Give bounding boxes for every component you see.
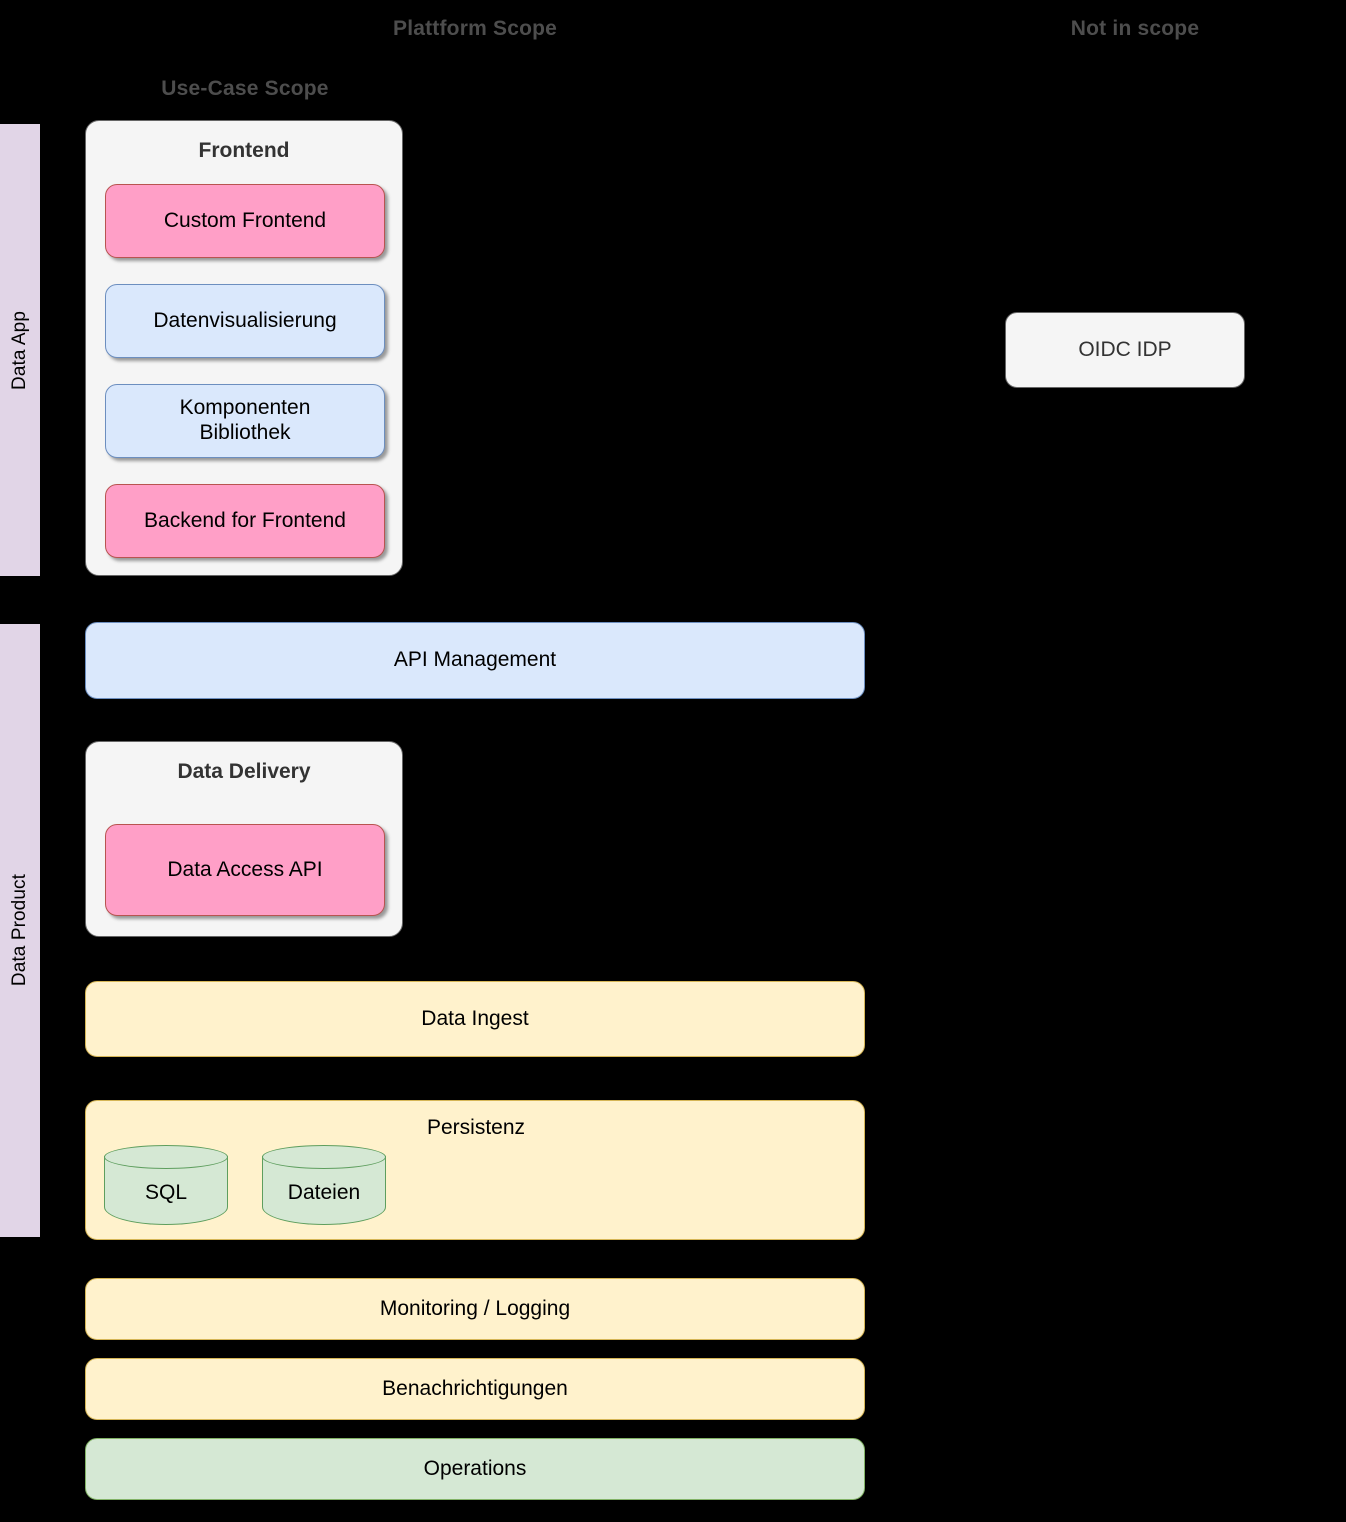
scope-header-plattform: Plattform Scope	[392, 17, 558, 40]
node-datenvisualisierung-label: Datenvisualisierung	[153, 308, 337, 332]
node-api-management[interactable]: API Management	[85, 622, 865, 699]
scope-header-not-in-scope: Not in scope	[1070, 17, 1200, 40]
node-benachrichtigungen[interactable]: Benachrichtigungen	[85, 1358, 865, 1420]
node-monitoring-logging-label: Monitoring / Logging	[379, 1296, 571, 1320]
node-operations-label: Operations	[423, 1456, 527, 1480]
node-operations[interactable]: Operations	[85, 1438, 865, 1500]
node-data-ingest-label: Data Ingest	[421, 1006, 529, 1030]
store-dateien-label: Dateien	[287, 1181, 361, 1204]
node-persistenz[interactable]: Persistenz SQL Dateien	[85, 1100, 865, 1240]
node-custom-frontend-label: Custom Frontend	[163, 208, 327, 232]
node-custom-frontend[interactable]: Custom Frontend	[105, 184, 385, 258]
node-backend-for-frontend[interactable]: Backend for Frontend	[105, 484, 385, 558]
lane-data-product-label: Data Product	[9, 874, 30, 987]
node-monitoring-logging[interactable]: Monitoring / Logging	[85, 1278, 865, 1340]
scope-header-use-case: Use-Case Scope	[161, 77, 329, 100]
store-dateien[interactable]: Dateien	[262, 1145, 386, 1225]
node-data-ingest[interactable]: Data Ingest	[85, 981, 865, 1057]
node-persistenz-label: Persistenz	[426, 1116, 526, 1139]
node-datenvisualisierung[interactable]: Datenvisualisierung	[105, 284, 385, 358]
node-data-access-api[interactable]: Data Access API	[105, 824, 385, 916]
node-oidc-idp[interactable]: OIDC IDP	[1005, 312, 1245, 388]
node-api-management-label: API Management	[393, 648, 557, 672]
group-frontend-title: Frontend	[198, 139, 290, 162]
node-benachrichtigungen-label: Benachrichtigungen	[382, 1376, 568, 1400]
store-sql-label: SQL	[144, 1181, 188, 1204]
node-data-access-api-label: Data Access API	[167, 857, 323, 881]
store-sql[interactable]: SQL	[104, 1145, 228, 1225]
node-backend-for-frontend-label: Backend for Frontend	[144, 508, 346, 532]
node-komponenten-bibliothek[interactable]: Komponenten Bibliothek	[105, 384, 385, 458]
lane-data-app-label: Data App	[9, 310, 30, 390]
lane-data-app: Data App	[0, 124, 40, 576]
node-komponenten-bibliothek-label-line2: Bibliothek	[199, 421, 291, 444]
node-komponenten-bibliothek-label-line1: Komponenten	[179, 396, 311, 420]
node-oidc-idp-label: OIDC IDP	[1078, 337, 1172, 361]
group-data-delivery-title: Data Delivery	[177, 760, 311, 783]
lane-data-product: Data Product	[0, 624, 40, 1237]
